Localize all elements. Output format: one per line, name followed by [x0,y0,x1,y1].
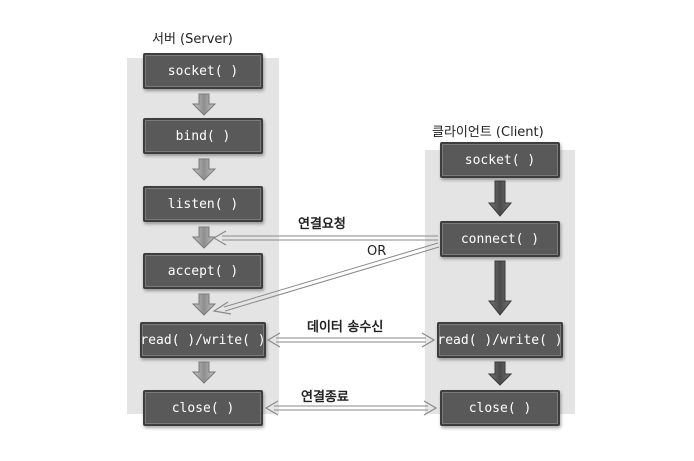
client-arrow-socket-connect [487,180,513,217]
client-readwrite-box: read( )/write( ) [437,322,563,358]
server-listen-box: listen( ) [143,186,263,222]
client-title: 클라이언트 (Client) [432,125,544,140]
server-arrow-socket-bind [191,93,217,116]
server-arrow-readwrite-close [191,361,217,384]
client-arrow-connect-readwrite [487,260,513,316]
server-close-box: close( ) [143,390,263,426]
server-socket-box: socket( ) [143,53,263,89]
server-readwrite-box: read( )/write( ) [140,322,266,358]
client-socket-box: socket( ) [440,142,560,178]
client-arrow-readwrite-close [487,361,513,386]
server-accept-box: accept( ) [143,253,263,289]
data-transfer-label: 데이터 송수신 [307,320,384,335]
or-diagonal-arrow [212,242,440,315]
server-arrow-bind-listen [191,158,217,181]
connect-request-label: 연결요청 [298,217,346,232]
connect-request-arrow [212,230,438,246]
data-transfer-arrow [266,332,436,348]
client-close-box: close( ) [440,390,560,426]
client-connect-box: connect( ) [440,221,560,257]
server-arrow-accept-readwrite [191,293,217,316]
server-title: 서버 (Server) [152,32,233,47]
server-arrow-listen-accept [191,226,217,249]
close-connection-label: 연결종료 [301,390,349,405]
close-connection-arrow [264,400,438,416]
or-label: OR [367,244,387,259]
server-bind-box: bind( ) [143,118,263,154]
